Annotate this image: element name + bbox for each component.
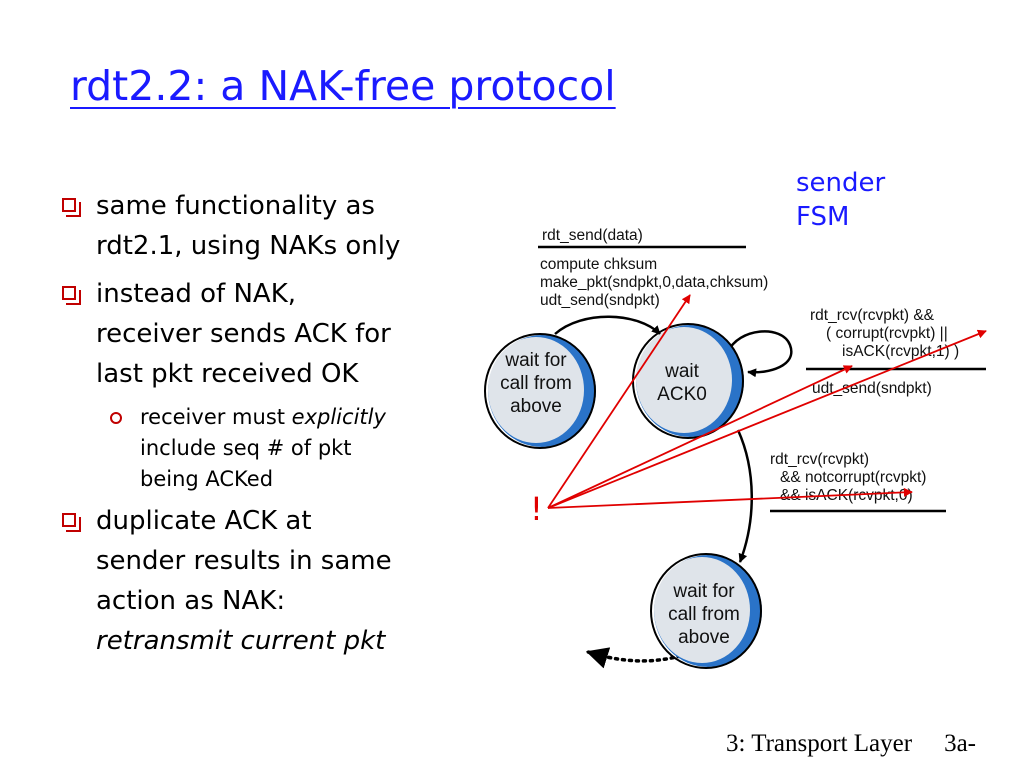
slide-footer: 3: Transport Layer 3a- xyxy=(694,730,976,758)
transition-action: udt_send(sndpkt) xyxy=(812,380,932,397)
bullet-line: retransmit current pkt xyxy=(96,626,386,656)
bullet-text: receiver must xyxy=(140,405,292,429)
transition-label-send: rdt_send(data) compute chksum make_pkt(s… xyxy=(538,227,768,309)
transition-label-ack0: rdt_rcv(rcvpkt) && notcorrupt(rcvpkt) &&… xyxy=(770,451,946,513)
exclamation-mark: ! xyxy=(530,490,543,528)
bullet-text-italic: explicitly xyxy=(291,405,386,429)
bullet-line: being ACKed xyxy=(140,467,274,491)
checkbox-bullet-icon xyxy=(62,513,81,532)
footer-page: 3a- xyxy=(944,730,976,757)
transition-event: rdt_rcv(rcvpkt) xyxy=(770,451,869,468)
transition-event: rdt_send(data) xyxy=(542,227,643,244)
transition-label-selfloop: rdt_rcv(rcvpkt) && ( corrupt(rcvpkt) || … xyxy=(806,307,986,397)
transition-event: isACK(rcvpkt,1) ) xyxy=(842,343,959,360)
bullet-list: same functionality as rdt2.1, using NAKs… xyxy=(62,186,482,669)
bullet-line: same functionality as xyxy=(96,191,375,221)
state-label-line: above xyxy=(510,396,562,417)
state-label-line: above xyxy=(678,627,730,648)
transition-action: udt_send(sndpkt) xyxy=(540,292,660,309)
state-label-line: wait xyxy=(664,361,700,382)
transition-action: compute chksum xyxy=(540,256,657,273)
bullet-line: last pkt received OK xyxy=(96,359,359,389)
red-arrow-isack0 xyxy=(547,487,913,509)
label-line: sender xyxy=(796,168,886,198)
bullet-line: receiver sends ACK for xyxy=(96,319,391,349)
state-label-line: call from xyxy=(668,604,740,625)
transition-event: ( corrupt(rcvpkt) || xyxy=(826,325,948,342)
bullet-line: rdt2.1, using NAKs only xyxy=(96,231,401,261)
transition-arrow-send xyxy=(554,315,661,335)
bullet-duplicate-ack: duplicate ACK at sender results in same … xyxy=(62,501,482,661)
bullet-line: action as NAK: xyxy=(96,586,286,616)
state-label-line: wait for xyxy=(504,350,567,371)
sub-bullet-explicit-seq: receiver must explicitly include seq # o… xyxy=(62,402,482,495)
state-label-line: ACK0 xyxy=(657,384,707,405)
state-label-line: wait for xyxy=(672,581,735,602)
red-arrow-corrupt xyxy=(547,329,987,509)
transition-arrow-ack0 xyxy=(736,429,753,563)
bullet-line: instead of NAK, xyxy=(96,279,297,309)
highlight-arrows xyxy=(547,294,987,509)
bullet-line: receiver must explicitly xyxy=(140,402,482,433)
state-wait-call-above-1: wait for call from above xyxy=(484,333,596,449)
transition-arrow-selfloop xyxy=(726,330,793,378)
red-arrow-isack1 xyxy=(547,365,853,509)
state-wait-call-above-2: wait for call from above xyxy=(650,553,762,669)
checkbox-bullet-icon xyxy=(62,198,81,217)
checkbox-bullet-icon xyxy=(62,286,81,305)
red-arrow-make-pkt xyxy=(547,294,691,509)
label-line: FSM xyxy=(796,202,850,232)
transition-event: rdt_rcv(rcvpkt) && xyxy=(810,307,935,324)
state-label-line: call from xyxy=(500,373,572,394)
state-wait-ack0: wait ACK0 xyxy=(632,323,744,439)
bullet-instead-of-nak: instead of NAK, receiver sends ACK for l… xyxy=(62,274,482,394)
footer-chapter: 3: Transport Layer xyxy=(725,730,913,757)
bullet-line: include seq # of pkt xyxy=(140,436,352,460)
circle-bullet-icon xyxy=(110,412,122,424)
transition-arrow-continue xyxy=(585,647,682,669)
bullet-line: duplicate ACK at xyxy=(96,506,312,536)
bullet-line: sender results in same xyxy=(96,546,392,576)
bullet-same-functionality: same functionality as rdt2.1, using NAKs… xyxy=(62,186,482,266)
slide-title: rdt2.2: a NAK-free protocol xyxy=(70,62,616,110)
transition-action: make_pkt(sndpkt,0,data,chksum) xyxy=(540,274,768,291)
transition-event: && notcorrupt(rcvpkt) xyxy=(780,469,926,486)
sender-fsm-label: sender FSM xyxy=(796,166,885,234)
